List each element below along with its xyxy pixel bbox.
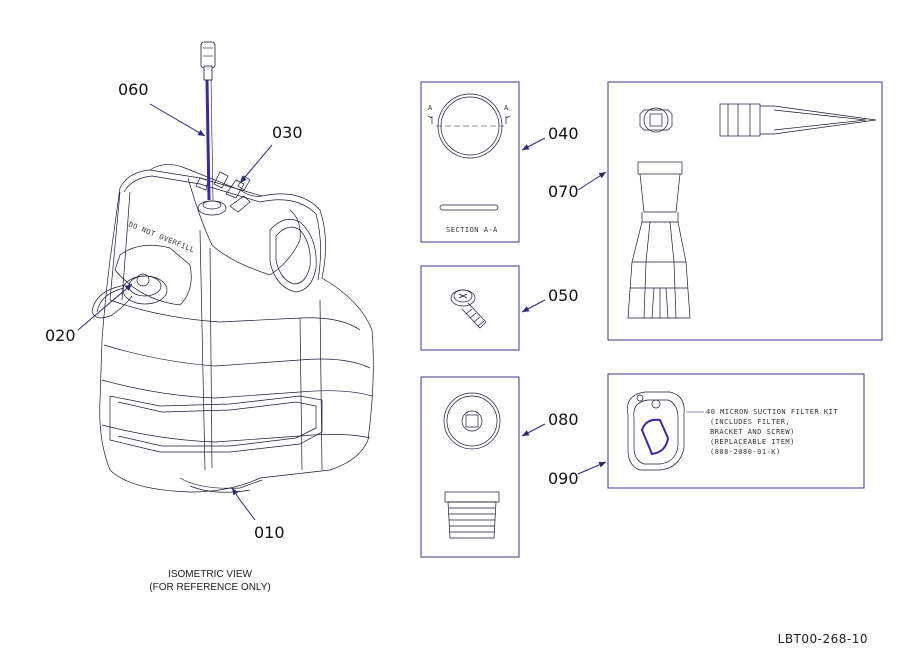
- detail-090-filter: [627, 391, 704, 471]
- detail-box-040: [420, 81, 520, 243]
- caption-reference: (FOR REFERENCE ONLY): [149, 582, 271, 593]
- drawing-number: LBT00-268-10: [778, 632, 868, 646]
- callout-060: 060: [118, 80, 149, 99]
- section-label: SECTION A-A: [446, 226, 498, 234]
- callout-090: 090: [548, 469, 579, 488]
- leader-010: [231, 487, 256, 521]
- tank-warning-text: DO NOT OVERFILL: [127, 220, 196, 254]
- detail-040-drawing: [427, 93, 511, 211]
- section-marker-left: A: [428, 104, 433, 112]
- detail-050-screw: [450, 289, 487, 329]
- leader-020: [77, 283, 133, 331]
- filter-note-line3: BRACKET AND SCREW): [710, 428, 795, 436]
- filter-note-line1: 40 MICRON SUCTION FILTER KIT: [706, 408, 838, 416]
- section-marker-right: A: [504, 104, 509, 112]
- detail-box-070: [607, 81, 883, 341]
- callout-080: 080: [548, 410, 579, 429]
- detail-box-090: [607, 373, 865, 489]
- callout-010: 010: [254, 523, 285, 542]
- leader-080: [521, 423, 546, 437]
- callout-020: 020: [45, 326, 76, 345]
- leader-090: [577, 461, 607, 475]
- callout-070: 070: [548, 182, 579, 201]
- filter-note-line4: (REPLACEABLE ITEM): [710, 438, 795, 446]
- callout-050: 050: [548, 286, 579, 305]
- filter-note-line2: (INCLUDES FILTER,: [710, 418, 790, 426]
- caption-isometric: ISOMETRIC VIEW: [168, 569, 252, 580]
- leader-070: [577, 171, 607, 191]
- leader-040: [521, 137, 546, 151]
- detail-box-050: [420, 265, 520, 351]
- suction-tube: [200, 41, 216, 201]
- tank-illustration: [91, 164, 374, 493]
- leader-030: [239, 144, 273, 184]
- leader-050: [521, 299, 546, 313]
- detail-070-funnel: [627, 103, 877, 319]
- detail-box-080: [420, 376, 520, 558]
- callout-040: 040: [548, 124, 579, 143]
- filter-note-line5: (808-2080-01-K): [710, 448, 781, 456]
- leader-060: [149, 103, 206, 137]
- detail-080-plug: [443, 392, 501, 539]
- callout-030: 030: [272, 123, 303, 142]
